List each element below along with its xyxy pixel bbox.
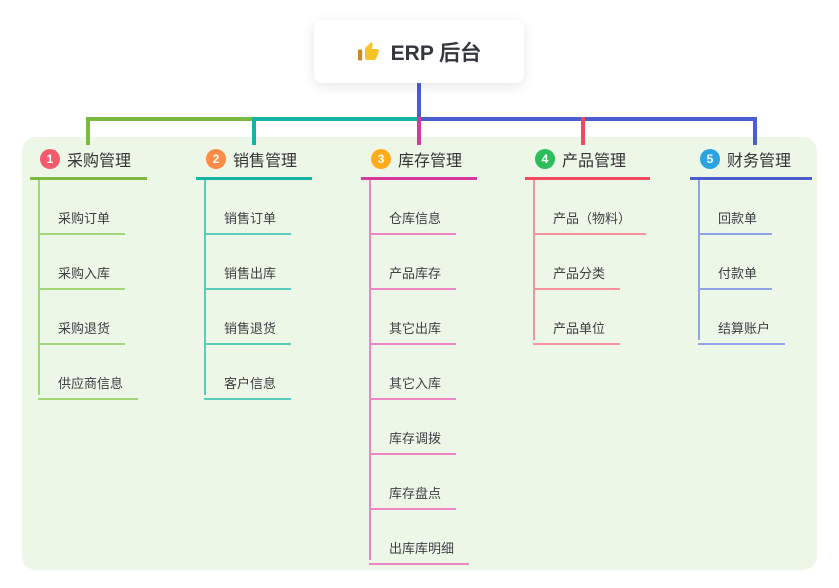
child-node: 结算账户 [698, 290, 812, 345]
branch-child-vline [38, 180, 40, 395]
horizontal-connector-segment-blue [419, 117, 757, 121]
branch3-drop-connector [417, 117, 421, 145]
horizontal-connector-segment-teal [254, 117, 419, 121]
root-connector-line [417, 83, 421, 117]
child-node-label[interactable]: 产品（物料） [533, 208, 647, 235]
child-node: 采购退货 [38, 290, 147, 345]
branch2-drop-connector [252, 117, 256, 145]
child-node-label[interactable]: 其它出库 [369, 318, 457, 345]
branch-node-inventory[interactable]: 3 库存管理 [361, 147, 477, 180]
branch-sales-management: 2 销售管理 销售订单 销售出库 销售退货 客户信息 [196, 147, 312, 400]
branch-children: 仓库信息 产品库存 其它出库 其它入库 库存调拨 库存盘点 出库库明细 [369, 180, 477, 565]
child-node-label[interactable]: 采购退货 [38, 318, 126, 345]
branch-node-finance[interactable]: 5 财务管理 [690, 147, 812, 180]
branch-number-badge: 4 [535, 149, 555, 169]
child-node-label[interactable]: 产品单位 [533, 318, 621, 345]
branch-product-management: 4 产品管理 产品（物料） 产品分类 产品单位 [525, 147, 650, 345]
child-node-label[interactable]: 销售退货 [204, 318, 292, 345]
child-node-label[interactable]: 产品分类 [533, 263, 621, 290]
child-node: 付款单 [698, 235, 812, 290]
child-node: 销售出库 [204, 235, 312, 290]
branch-child-vline [204, 180, 206, 395]
child-node: 仓库信息 [369, 180, 477, 235]
child-node: 出库库明细 [369, 510, 477, 565]
root-node-label: ERP 后台 [390, 41, 482, 65]
child-node: 销售退货 [204, 290, 312, 345]
child-node: 其它出库 [369, 290, 477, 345]
child-node-label[interactable]: 客户信息 [204, 373, 292, 400]
branch-children: 采购订单 采购入库 采购退货 供应商信息 [38, 180, 147, 400]
branch-node-product[interactable]: 4 产品管理 [525, 147, 650, 180]
branch1-drop-connector [86, 117, 90, 145]
branch-child-vline [698, 180, 700, 340]
branch-label: 库存管理 [398, 153, 463, 170]
child-node-label[interactable]: 产品库存 [369, 263, 457, 290]
child-node-label[interactable]: 销售订单 [204, 208, 292, 235]
branch-child-vline [369, 180, 371, 560]
branch-label: 产品管理 [562, 153, 627, 170]
branch-number-badge: 2 [206, 149, 226, 169]
child-node-label[interactable]: 供应商信息 [38, 373, 139, 400]
child-node: 产品库存 [369, 235, 477, 290]
branch-label: 销售管理 [233, 153, 298, 170]
child-node: 客户信息 [204, 345, 312, 400]
branch4-drop-connector [581, 117, 585, 145]
branch-children: 销售订单 销售出库 销售退货 客户信息 [204, 180, 312, 400]
child-node-label[interactable]: 库存调拨 [369, 428, 457, 455]
child-node-label[interactable]: 回款单 [698, 208, 773, 235]
child-node-label[interactable]: 出库库明细 [369, 538, 470, 565]
branch5-drop-connector [753, 117, 757, 145]
child-node: 其它入库 [369, 345, 477, 400]
thumbs-up-icon [357, 40, 381, 64]
root-node-erp[interactable]: ERP 后台 [314, 20, 524, 83]
child-node: 采购订单 [38, 180, 147, 235]
child-node-label[interactable]: 仓库信息 [369, 208, 457, 235]
child-node-label[interactable]: 采购订单 [38, 208, 126, 235]
child-node-label[interactable]: 结算账户 [698, 318, 786, 345]
branch-children: 产品（物料） 产品分类 产品单位 [533, 180, 650, 345]
child-node-label[interactable]: 销售出库 [204, 263, 292, 290]
child-node-label[interactable]: 其它入库 [369, 373, 457, 400]
child-node-label[interactable]: 采购入库 [38, 263, 126, 290]
child-node-label[interactable]: 库存盘点 [369, 483, 457, 510]
branch-purchase-management: 1 采购管理 采购订单 采购入库 采购退货 供应商信息 [30, 147, 147, 400]
child-node: 销售订单 [204, 180, 312, 235]
horizontal-connector-segment-green [86, 117, 254, 121]
child-node-label[interactable]: 付款单 [698, 263, 773, 290]
branch-children: 回款单 付款单 结算账户 [698, 180, 812, 345]
branch-finance-management: 5 财务管理 回款单 付款单 结算账户 [690, 147, 812, 345]
branch-node-sales[interactable]: 2 销售管理 [196, 147, 312, 180]
child-node: 库存调拨 [369, 400, 477, 455]
branch-number-badge: 1 [40, 149, 60, 169]
child-node: 回款单 [698, 180, 812, 235]
child-node: 产品（物料） [533, 180, 650, 235]
branch-node-purchase[interactable]: 1 采购管理 [30, 147, 147, 180]
child-node: 采购入库 [38, 235, 147, 290]
branch-label: 采购管理 [67, 153, 132, 170]
branches-background-panel [22, 137, 817, 570]
child-node: 供应商信息 [38, 345, 147, 400]
child-node: 产品单位 [533, 290, 650, 345]
branch-inventory-management: 3 库存管理 仓库信息 产品库存 其它出库 其它入库 库存调拨 库存盘点 出库库… [361, 147, 477, 565]
child-node: 库存盘点 [369, 455, 477, 510]
branch-number-badge: 3 [371, 149, 391, 169]
child-node: 产品分类 [533, 235, 650, 290]
branch-label: 财务管理 [727, 153, 792, 170]
branch-number-badge: 5 [700, 149, 720, 169]
branch-child-vline [533, 180, 535, 340]
